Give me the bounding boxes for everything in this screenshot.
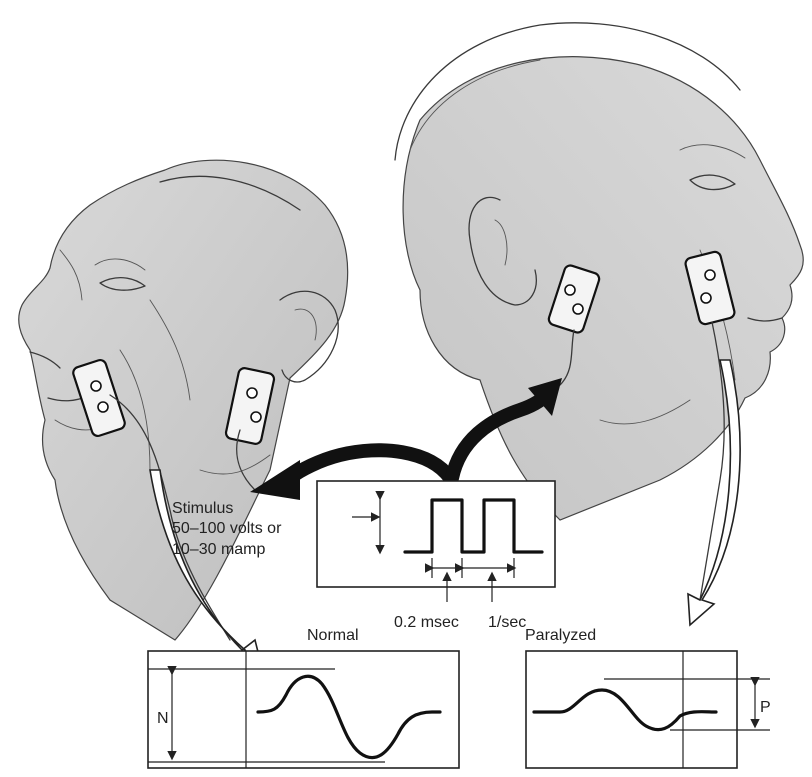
pulse-box bbox=[317, 481, 555, 587]
pulse-rate-label: 1/sec bbox=[488, 614, 526, 631]
right-head-illustration bbox=[395, 23, 803, 520]
stimulus-current: 10–30 mamp bbox=[172, 541, 265, 558]
stimulus-label-group: Stimulus 50–100 volts or 10–30 mamp bbox=[172, 500, 282, 558]
normal-response-panel: Normal N bbox=[148, 627, 459, 768]
normal-amplitude-label: N bbox=[157, 710, 169, 727]
paralyzed-response-panel: Paralyzed P bbox=[525, 627, 771, 768]
stimulus-title: Stimulus bbox=[172, 500, 233, 517]
stimulus-arrow-left bbox=[290, 450, 450, 478]
stimulus-voltage: 50–100 volts or bbox=[172, 520, 282, 537]
normal-title: Normal bbox=[307, 627, 359, 644]
pulse-duration-label: 0.2 msec bbox=[394, 614, 459, 631]
pulse-diagram: 0.2 msec 1/sec bbox=[317, 481, 555, 631]
paralyzed-title: Paralyzed bbox=[525, 627, 596, 644]
paralyzed-amplitude-label: P bbox=[760, 699, 771, 716]
